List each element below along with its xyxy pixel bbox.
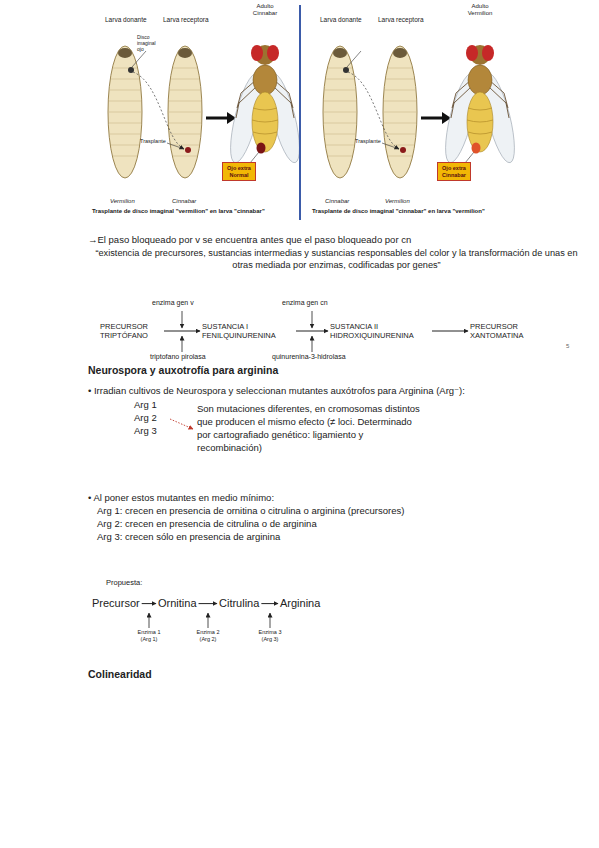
pathway-node: SUSTANCIA I FENILQUINURENINA <box>202 322 294 340</box>
gene-label: Arg 2 <box>134 412 157 423</box>
note-text: Son mutaciones diferentes, en cromosomas… <box>197 402 425 454</box>
enzyme-arrow <box>149 613 150 628</box>
figure-label: Adulto Cinnabar <box>248 3 282 17</box>
pathway-arrow <box>142 603 156 604</box>
body-text: Arg 3: crecen sólo en presencia de argin… <box>97 531 280 542</box>
figure-label: Larva receptora <box>378 16 424 24</box>
page-number: 5 <box>566 343 569 350</box>
transplant-figure <box>323 45 521 178</box>
pathway-arrow <box>432 331 468 332</box>
bullet-text: • Irradian cultivos de Neurospora y sele… <box>88 385 465 396</box>
dotted-arrow <box>170 419 193 429</box>
pathway-node: Citrulina <box>219 597 259 610</box>
node-text: Ornitina <box>158 597 197 610</box>
pathway-node: PRECURSOR XANTOMATINA <box>470 322 536 340</box>
body-text: →El paso bloqueado por v se encuentra an… <box>88 234 411 245</box>
extra-eye <box>257 143 266 154</box>
enzyme-arrow <box>182 311 183 328</box>
node-text: PRECURSOR XANTOMATINA <box>470 322 536 340</box>
proposal-label: Propuesta: <box>106 578 142 587</box>
gene-label: Arg 3 <box>134 425 157 436</box>
pathway-label: triptofano pirolasa <box>150 353 206 361</box>
node-text: Ojo extra Normal <box>224 165 254 178</box>
genotype-label: Cinnabar <box>325 198 349 205</box>
figure-caption: Trasplante de disco imaginal "vermilion"… <box>92 208 265 215</box>
pathway-node: SUSTANCIA II HIDROXIQUINURENINA <box>330 322 430 340</box>
section-heading: Neurospora y auxotrofía para arginina <box>88 364 278 377</box>
pathway-arrow <box>164 331 200 332</box>
node-text: Citrulina <box>219 597 259 610</box>
figure-label: Trasplante <box>140 138 166 145</box>
figure-label: Disco imaginal ojo <box>137 34 163 52</box>
node-text: Arginina <box>280 597 320 610</box>
genotype-label: Cinnabar <box>172 198 196 205</box>
pathway-node: PRECURSOR TRIPTÓFANO <box>100 322 162 340</box>
pathway-arrow <box>199 603 217 604</box>
body-text: Arg 1: crecen en presencia de ornitina o… <box>97 505 404 516</box>
quote-text: “existencia de precursores, sustancias i… <box>84 248 589 272</box>
pathway-node: Precursor <box>92 597 140 610</box>
pathway-node: Ornitina <box>158 597 197 610</box>
eye-box: Ojo extra Normal <box>222 162 256 181</box>
enzyme-arrow <box>208 613 209 628</box>
figure-label: Larva donante <box>320 16 362 24</box>
enzyme-arrow <box>270 613 271 628</box>
enzyme-label: Enzima 1 (Arg 1) <box>134 629 164 642</box>
node-text: PRECURSOR TRIPTÓFANO <box>100 322 162 340</box>
gene-label: Arg 1 <box>134 399 157 410</box>
pathway-label: quinurenina-3-hidrolasa <box>272 353 346 361</box>
node-text: SUSTANCIA I FENILQUINURENINA <box>202 322 294 340</box>
eye-box: Ojo extra Cinnabar <box>437 162 471 181</box>
enzyme-label: Enzima 2 (Arg 2) <box>193 629 223 642</box>
node-text: SUSTANCIA II HIDROXIQUINURENINA <box>330 322 430 340</box>
extra-eye <box>472 143 481 154</box>
body-text: Arg 2: crecen en presencia de citrulina … <box>97 518 317 529</box>
transplant-figure <box>108 45 306 178</box>
node-text: Precursor <box>92 597 140 610</box>
node-text: Ojo extra Cinnabar <box>439 165 469 178</box>
pathway-node: Arginina <box>280 597 320 610</box>
enzyme-arrow <box>182 336 183 352</box>
enzyme-arrow <box>312 336 313 352</box>
bullet-text: • Al poner estos mutantes en medio mínim… <box>88 492 274 503</box>
pathway-arrow <box>296 331 328 332</box>
pathway-label: enzima gen cn <box>282 299 328 307</box>
enzyme-arrow <box>312 311 313 328</box>
genotype-label: Vermilion <box>110 198 135 205</box>
genotype-label: Vermilion <box>385 198 410 205</box>
figure-label: Trasplante <box>355 138 381 145</box>
figure-label: Larva donante <box>105 16 147 24</box>
figure-caption: Trasplante de disco imaginal "cinnabar" … <box>312 208 485 215</box>
enzyme-label: Enzima 3 (Arg 3) <box>255 629 285 642</box>
section-heading: Colinearidad <box>88 668 152 681</box>
pathway-label: enzima gen v <box>152 299 194 307</box>
panel-divider <box>299 5 301 220</box>
figure-label: Adulto Vermilion <box>463 3 497 17</box>
pathway-arrow <box>261 603 278 604</box>
figure-label: Larva receptora <box>163 16 209 24</box>
